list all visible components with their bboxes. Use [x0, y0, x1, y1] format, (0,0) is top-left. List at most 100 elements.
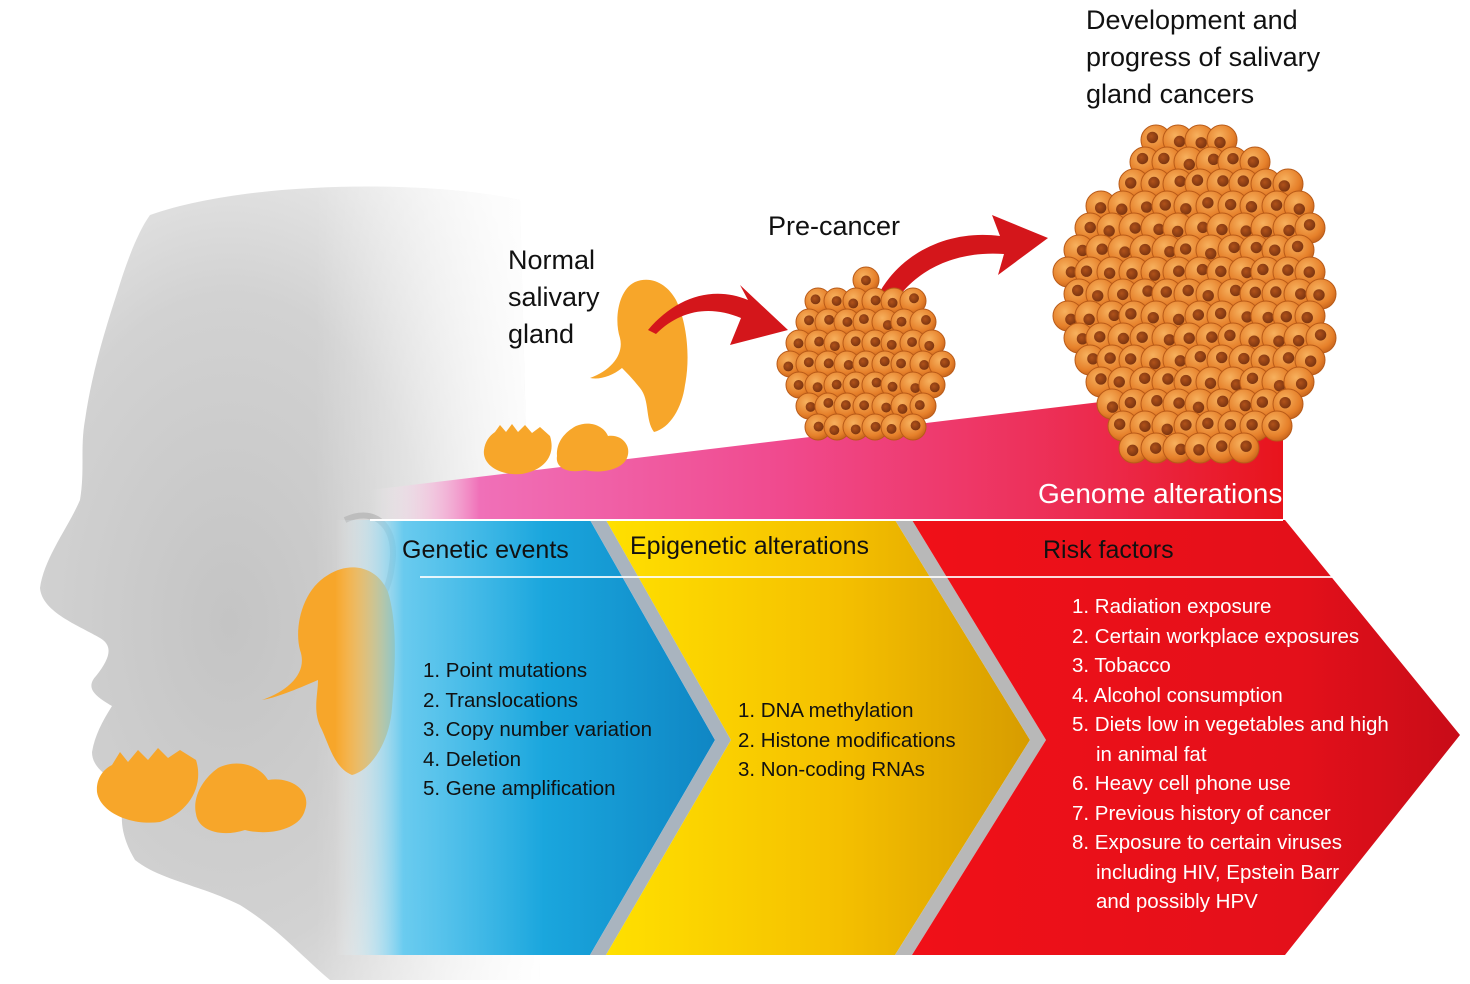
nucleus-icon	[1224, 198, 1237, 211]
nucleus-icon	[1129, 222, 1141, 234]
nucleus-icon	[910, 420, 921, 431]
list-item: and possibly HPV	[1096, 890, 1258, 913]
nucleus-icon	[1258, 354, 1270, 366]
nucleus-icon	[1192, 401, 1205, 414]
nucleus-icon	[1273, 335, 1285, 347]
nucleus-icon	[1116, 288, 1129, 301]
nucleus-icon	[1279, 396, 1291, 409]
nucleus-icon	[1076, 244, 1089, 257]
nucleus-icon	[1217, 395, 1229, 408]
nucleus-icon	[793, 380, 804, 390]
nucleus-icon	[1313, 289, 1325, 301]
list-item: 3. Non-coding RNAs	[738, 758, 925, 781]
list-item: 4. Deletion	[423, 747, 522, 771]
list-item: 1. DNA methylation	[738, 699, 914, 722]
nucleus-icon	[1245, 201, 1258, 213]
nucleus-icon	[1139, 243, 1151, 256]
nucleus-icon	[1197, 221, 1209, 234]
nucleus-icon	[1195, 137, 1207, 149]
nucleus-icon	[919, 360, 930, 370]
nucleus-icon	[1283, 224, 1295, 237]
nucleus-icon	[1205, 247, 1217, 260]
nucleus-icon	[1126, 444, 1139, 457]
nucleus-icon	[1280, 310, 1293, 323]
nucleus-icon	[1292, 335, 1305, 347]
nucleus-icon	[896, 316, 907, 327]
nucleus-icon	[804, 315, 814, 326]
nucleus-icon	[823, 397, 834, 408]
nucleus-icon	[1158, 152, 1170, 165]
nucleus-icon	[1214, 136, 1226, 149]
list-item: 7. Previous history of cancer	[1072, 801, 1331, 825]
nucleus-icon	[1247, 156, 1260, 168]
nucleus-icon	[1174, 175, 1186, 187]
nucleus-icon	[1204, 377, 1217, 389]
nucleus-icon	[1116, 203, 1128, 215]
nucleus-icon	[1173, 265, 1185, 277]
nucleus-icon	[924, 340, 935, 351]
nucleus-icon	[831, 379, 842, 390]
nucleus-icon	[921, 315, 931, 325]
nucleus-icon	[871, 377, 882, 388]
list-item: 1. Point mutations	[423, 659, 588, 682]
nucleus-icon	[824, 314, 835, 325]
nucleus-icon	[1113, 418, 1126, 430]
nucleus-icon	[1180, 203, 1192, 215]
nucleus-icon	[1065, 313, 1077, 326]
nucleus-icon	[1172, 313, 1185, 326]
cancer-cell-cluster	[1052, 124, 1337, 464]
nucleus-icon	[813, 421, 824, 432]
nucleus-icon	[1240, 440, 1252, 452]
genetic-chevron	[335, 520, 715, 955]
nucleus-icon	[1260, 177, 1272, 190]
epigenetic-alterations-list: 1. DNA methylation 2. Histone modificatio…	[738, 696, 956, 785]
nucleus-icon	[929, 382, 940, 393]
nucleus-icon	[1149, 357, 1161, 370]
nucleus-icon	[1257, 263, 1269, 276]
list-item: 6. Heavy cell phone use	[1072, 772, 1291, 795]
nucleus-icon	[810, 294, 821, 305]
nucleus-icon	[1108, 309, 1120, 322]
nucleus-icon	[1163, 334, 1176, 346]
nucleus-icon	[850, 336, 861, 347]
list-item: 2. Histone modifications	[738, 728, 956, 752]
nucleus-icon	[849, 378, 860, 389]
nucleus-icon	[940, 357, 950, 368]
nucleus-icon	[858, 357, 869, 368]
nucleus-icon	[1138, 372, 1151, 384]
list-item: 3. Copy number variation	[423, 718, 653, 741]
nucleus-icon	[1142, 285, 1154, 297]
list-item: including HIV, Epstein Barr	[1096, 860, 1340, 884]
nucleus-icon	[1150, 442, 1162, 454]
nucleus-icon	[1215, 265, 1227, 278]
nucleus-icon	[1304, 355, 1317, 367]
nucleus-icon	[803, 357, 814, 368]
nucleus-icon	[1282, 352, 1295, 364]
nucleus-icon	[1216, 440, 1228, 452]
nucleus-icon	[1217, 175, 1229, 187]
nucleus-icon	[850, 424, 861, 435]
nucleus-icon	[1241, 266, 1253, 279]
nucleus-icon	[870, 295, 881, 306]
nucleus-icon	[897, 404, 908, 414]
list-item: 2. Translocations	[423, 688, 578, 712]
nucleus-icon	[1182, 284, 1194, 297]
risk-chevron	[912, 520, 1460, 955]
nucleus-icon	[1246, 372, 1259, 384]
nucleus-icon	[1136, 152, 1149, 165]
nucleus-icon	[1229, 284, 1242, 297]
nucleus-icon	[848, 298, 859, 309]
nucleus-icon	[1314, 329, 1327, 341]
nucleus-icon	[1214, 307, 1227, 320]
nucleus-icon	[1161, 423, 1173, 436]
progression-ramp	[370, 380, 1283, 520]
nucleus-icon	[882, 320, 893, 330]
nucleus-icon	[1202, 290, 1214, 302]
nucleus-icon	[1083, 313, 1095, 326]
nucleus-icon	[1119, 246, 1131, 258]
normal-gland-label: Normal salivary gland	[508, 245, 600, 349]
nucleus-icon	[831, 296, 842, 306]
nucleus-icon	[1125, 308, 1137, 320]
list-item: in animal fat	[1096, 742, 1207, 766]
